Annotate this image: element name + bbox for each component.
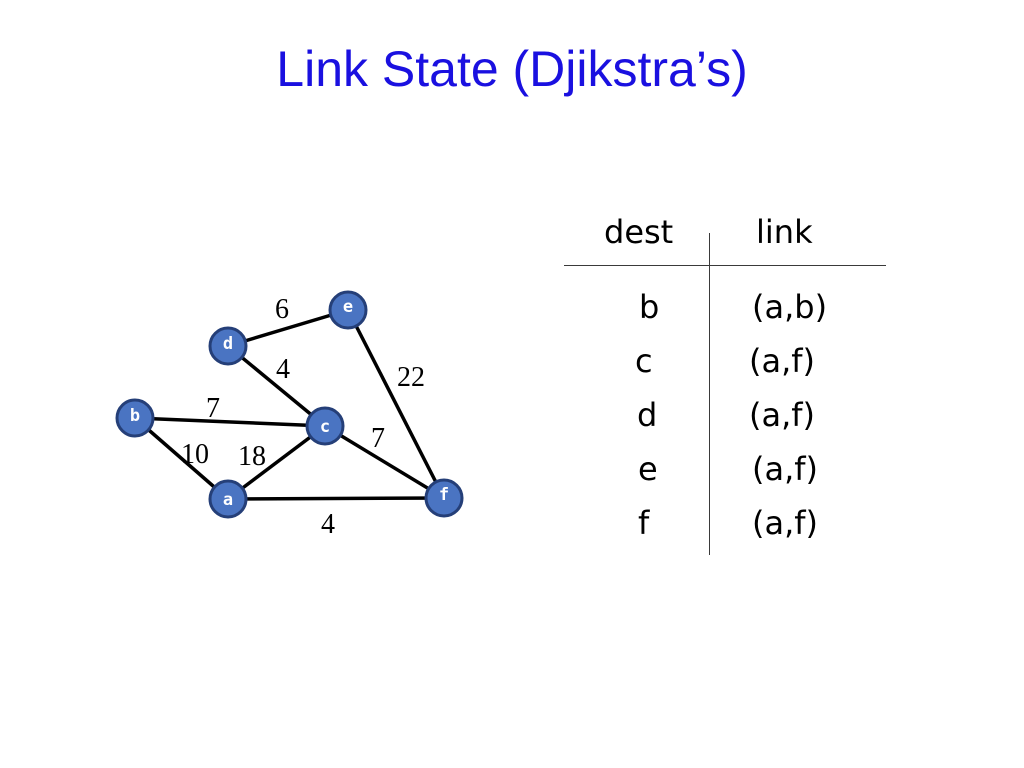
header-dest: dest [604, 213, 674, 251]
node-e-label: e [343, 297, 353, 317]
weight-a-f: 4 [321, 509, 335, 540]
weight-d-c: 4 [276, 354, 290, 385]
node-a-circle [208, 479, 248, 519]
node-d-circle [208, 326, 248, 366]
node-c-label: c [320, 417, 330, 437]
edge-c-f [324, 424, 445, 500]
row-c-link: (a,f) [749, 342, 816, 380]
node-c: c [305, 406, 345, 446]
row-f-dest: f [638, 504, 650, 542]
node-b-circle [115, 398, 155, 438]
routing-table: dest link b (a,b) c (a,f) d (a,f) e (a,f… [560, 205, 890, 565]
node-e-circle [328, 290, 368, 330]
edge-b-c [134, 416, 326, 428]
column-divider [709, 233, 710, 555]
node-a-label: a [223, 490, 233, 510]
weight-a-c: 18 [238, 441, 266, 472]
node-f: f [424, 478, 464, 518]
row-d-dest: d [637, 396, 658, 434]
row-d-link: (a,f) [749, 396, 816, 434]
row-b-link: (a,b) [752, 288, 828, 326]
weight-b-a: 10 [181, 439, 209, 470]
node-a: a [208, 479, 248, 519]
edge-d-e [227, 308, 349, 348]
node-b-label: b [130, 406, 140, 426]
weight-e-f: 22 [397, 362, 425, 393]
header-divider [564, 265, 886, 266]
node-f-label: f [439, 485, 449, 505]
edge-group [133, 308, 446, 501]
header-link: link [756, 213, 813, 251]
row-e-dest: e [638, 450, 658, 488]
edge-a-f [227, 496, 445, 501]
row-f-link: (a,f) [752, 504, 819, 542]
node-d-label: d [223, 334, 233, 354]
edge-a-c [226, 424, 327, 501]
node-f-circle [424, 478, 464, 518]
edge-d-c [226, 344, 327, 428]
row-c-dest: c [635, 342, 653, 380]
node-b: b [115, 398, 155, 438]
weight-c-f: 7 [371, 423, 385, 454]
weight-b-c: 7 [206, 393, 220, 424]
row-b-dest: b [639, 288, 660, 326]
edge-b-a [133, 416, 230, 501]
edge-weight-group: 6 4 22 7 7 10 18 4 [181, 294, 425, 540]
node-d: d [208, 326, 248, 366]
node-e: e [328, 290, 368, 330]
slide-title: Link State (Djikstra’s) [276, 41, 748, 97]
node-c-circle [305, 406, 345, 446]
row-e-link: (a,f) [752, 450, 819, 488]
node-group: a b c d e f [115, 290, 464, 519]
edge-e-f [346, 309, 446, 499]
weight-d-e: 6 [275, 294, 289, 325]
